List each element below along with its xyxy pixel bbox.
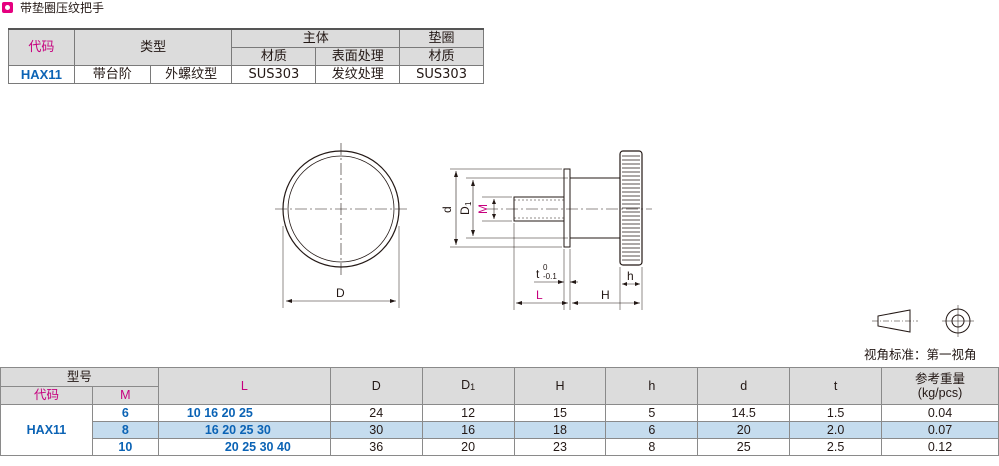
spec-washer-material: SUS303 bbox=[399, 65, 484, 84]
spec-header-material: 材质 bbox=[231, 47, 317, 66]
cell-L: 16 20 25 30 bbox=[157, 421, 331, 439]
dim-d-label: d bbox=[440, 206, 454, 213]
cell-D1: 16 bbox=[421, 421, 515, 439]
dim-M-label: M bbox=[476, 204, 490, 214]
cell-h: 8 bbox=[605, 438, 699, 456]
cell-D1: 12 bbox=[421, 404, 515, 422]
spec-type-a: 带台阶 bbox=[73, 65, 151, 84]
dim-D1-label: D bbox=[458, 206, 472, 215]
dim-t-label: t bbox=[536, 267, 540, 281]
title-text: 带垫圈压纹把手 bbox=[20, 0, 105, 15]
cell-D: 36 bbox=[329, 438, 423, 456]
header-L: L bbox=[157, 367, 331, 405]
dim-D1-sub: 1 bbox=[464, 201, 473, 206]
cell-D: 24 bbox=[329, 404, 423, 422]
spec-body-material: SUS303 bbox=[231, 65, 317, 84]
header-weight-text: 参考重量 bbox=[915, 372, 966, 386]
spec-type-b: 外螺纹型 bbox=[149, 65, 233, 84]
header-D: D bbox=[329, 367, 423, 405]
cell-H: 15 bbox=[513, 404, 607, 422]
cell-D: 30 bbox=[329, 421, 423, 439]
dim-L-label: L bbox=[536, 288, 543, 302]
cell-weight: 0.12 bbox=[881, 438, 999, 456]
spec-header-surface: 表面处理 bbox=[315, 47, 401, 66]
cell-t: 2.5 bbox=[789, 438, 883, 456]
data-table: 型号 L D D1 H h d t 参考重量 (kg/pcs) 代码 M HAX… bbox=[0, 367, 999, 456]
header-h: h bbox=[605, 367, 699, 405]
dim-t-upper: 0 bbox=[543, 263, 548, 272]
first-angle-projection-icon bbox=[872, 305, 974, 337]
cell-d: 14.5 bbox=[697, 404, 791, 422]
cell-h: 5 bbox=[605, 404, 699, 422]
cell-L: 10 16 20 25 bbox=[157, 404, 331, 422]
dim-H-label: H bbox=[601, 288, 610, 302]
table-row: 8 16 20 25 30 30 16 18 6 20 2.0 0.07 bbox=[1, 421, 999, 439]
cell-weight: 0.04 bbox=[881, 404, 999, 422]
header-D1: D1 bbox=[421, 367, 515, 405]
cell-weight: 0.07 bbox=[881, 421, 999, 439]
header-code: 代码 bbox=[0, 386, 93, 405]
header-model: 型号 bbox=[0, 367, 159, 387]
spec-table: 代码 类型 主体 垫圈 材质 表面处理 材质 HAX11 带台阶 外螺纹型 SU… bbox=[8, 28, 484, 84]
cell-H: 23 bbox=[513, 438, 607, 456]
cell-L: 20 25 30 40 bbox=[157, 438, 331, 456]
cell-M: 10 bbox=[91, 438, 159, 456]
header-D1-sub: 1 bbox=[470, 382, 476, 392]
cell-H: 18 bbox=[513, 421, 607, 439]
spec-surface: 发纹处理 bbox=[315, 65, 401, 84]
header-H: H bbox=[513, 367, 607, 405]
spec-header-washer: 垫圈 bbox=[399, 28, 484, 48]
dim-h-label: h bbox=[627, 269, 634, 283]
row-code: HAX11 bbox=[0, 404, 93, 456]
front-view: D bbox=[275, 143, 407, 308]
cell-M: 6 bbox=[91, 404, 159, 422]
cell-h: 6 bbox=[605, 421, 699, 439]
header-D1-text: D bbox=[461, 378, 471, 392]
projection-caption: 视角标准：第一视角 bbox=[864, 347, 977, 362]
header-weight-unit: (kg/pcs) bbox=[917, 386, 963, 400]
header-t: t bbox=[789, 367, 883, 405]
section-title: 带垫圈压纹把手 bbox=[2, 0, 105, 15]
table-row: 10 20 25 30 40 36 20 23 8 25 2.5 0.12 bbox=[1, 438, 999, 456]
cell-M: 8 bbox=[91, 421, 159, 439]
spec-header-body: 主体 bbox=[231, 28, 401, 48]
cell-d: 25 bbox=[697, 438, 791, 456]
cell-t: 2.0 bbox=[789, 421, 883, 439]
dim-t-lower: -0.1 bbox=[543, 272, 557, 281]
dim-D-label: D bbox=[336, 286, 345, 300]
header-M: M bbox=[91, 386, 159, 405]
table-row: HAX11 6 10 16 20 25 24 12 15 5 14.5 1.5 … bbox=[0, 404, 999, 456]
bullet-icon bbox=[2, 1, 13, 13]
technical-drawing: D bbox=[275, 143, 652, 310]
spec-header-washer-material: 材质 bbox=[399, 47, 484, 66]
spec-header-type: 类型 bbox=[73, 28, 233, 66]
spec-code: HAX11 bbox=[8, 65, 75, 84]
header-weight: 参考重量 (kg/pcs) bbox=[881, 367, 999, 405]
cell-D1: 20 bbox=[421, 438, 515, 456]
cell-d: 20 bbox=[697, 421, 791, 439]
side-view: d D 1 M t 0 -0.1 L bbox=[440, 150, 652, 310]
header-d: d bbox=[697, 367, 791, 405]
spec-header-code: 代码 bbox=[8, 28, 75, 66]
cell-t: 1.5 bbox=[789, 404, 883, 422]
